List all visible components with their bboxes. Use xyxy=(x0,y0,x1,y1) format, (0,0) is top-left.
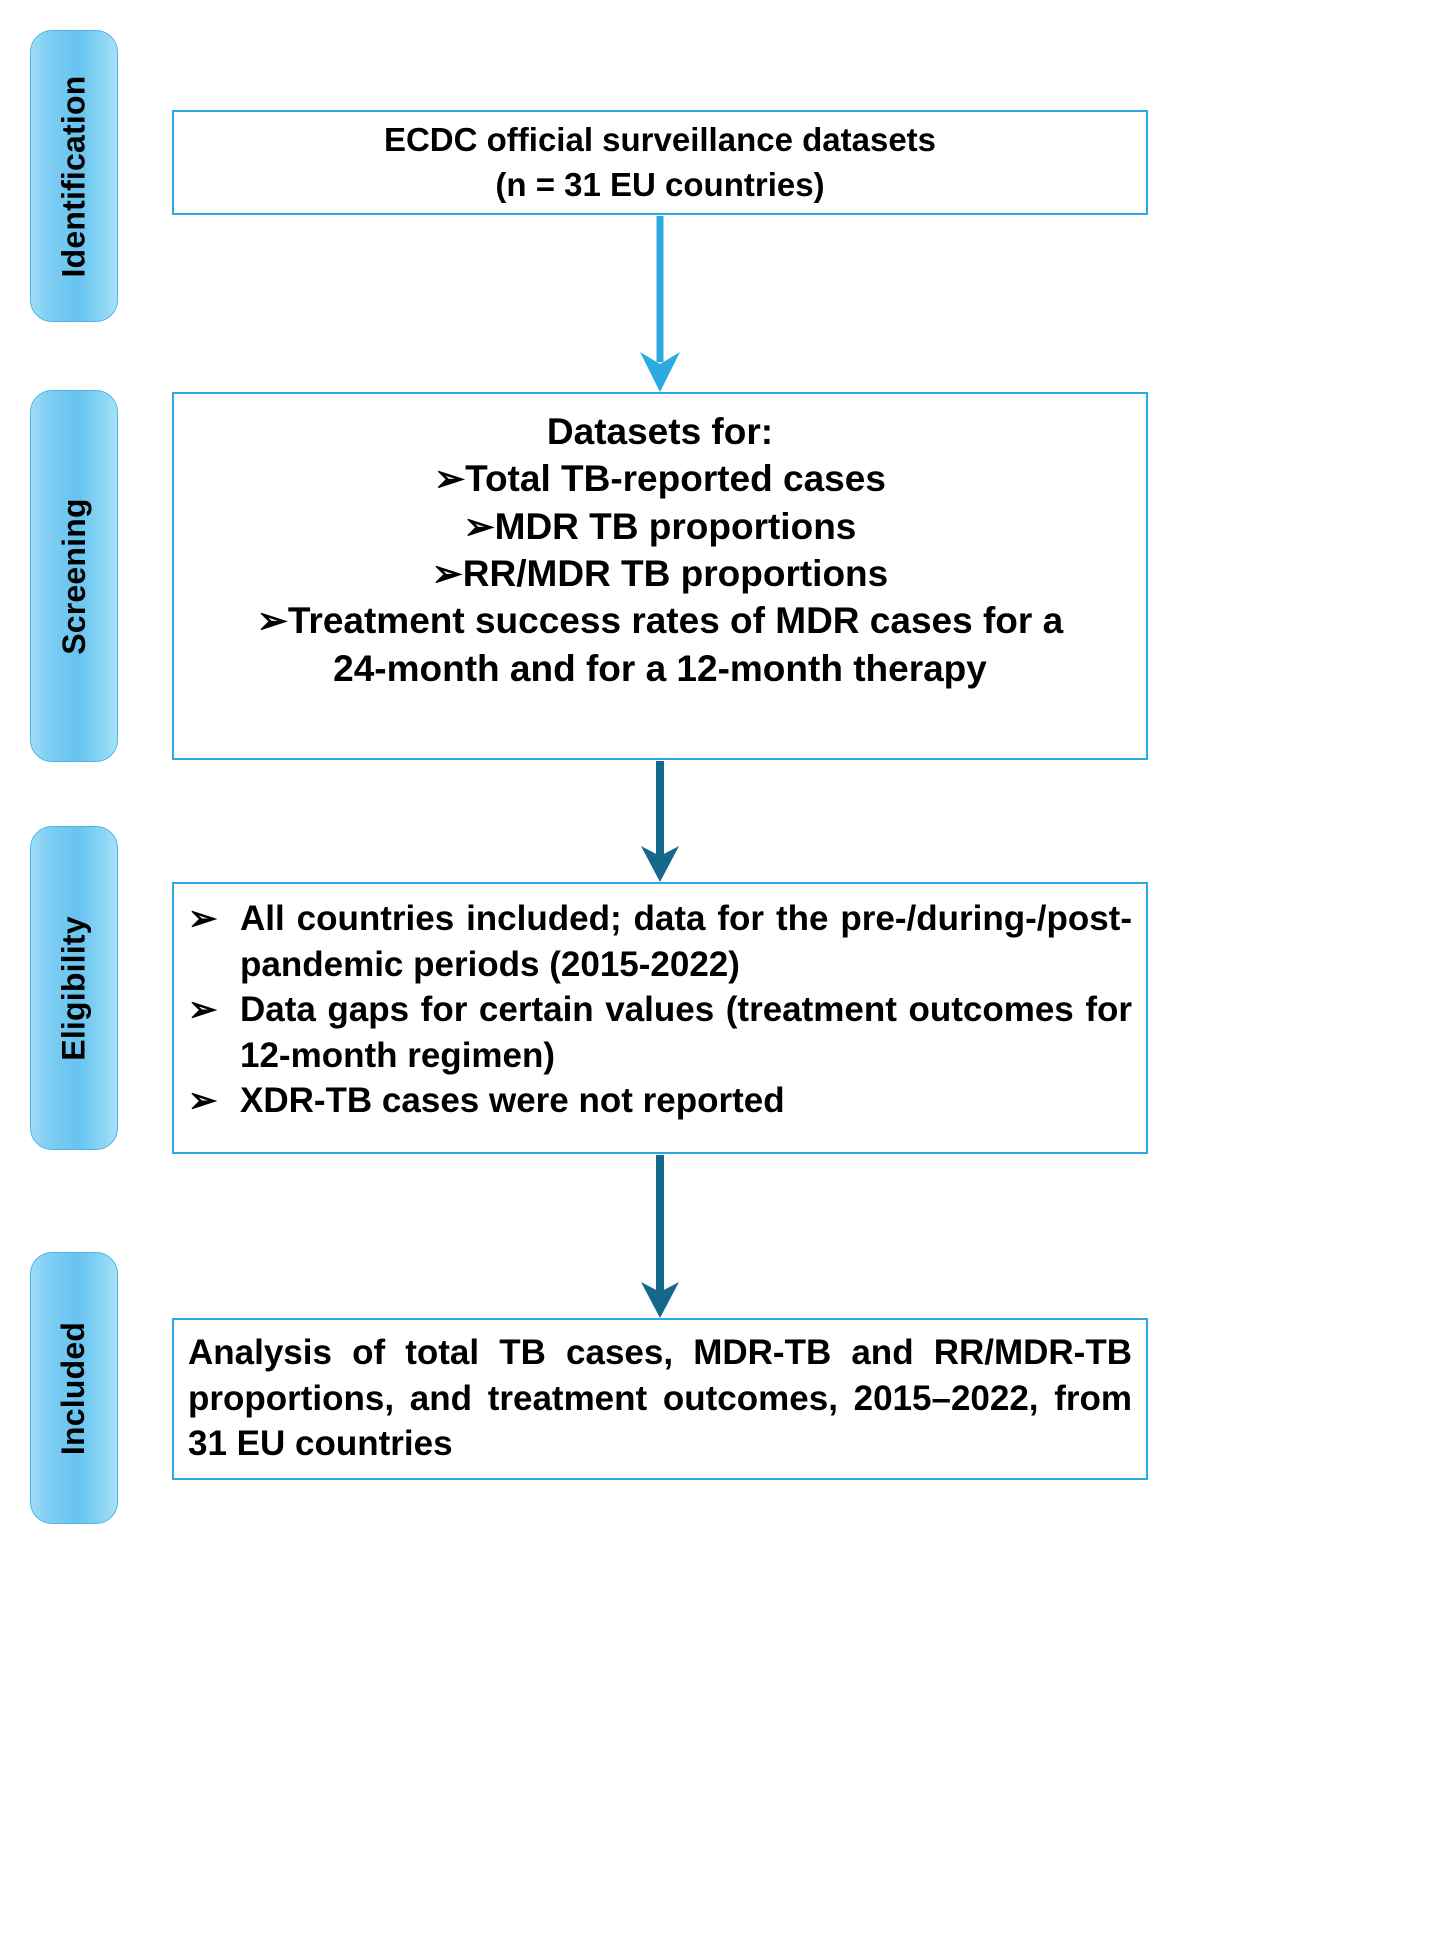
screening-bullet-2: ➢MDR TB proportions xyxy=(200,503,1120,550)
stage-label-identification: Identification xyxy=(30,30,118,322)
bullet-arrow-icon: ➢ xyxy=(256,600,288,642)
eligibility-bullet-3: ➢ XDR-TB cases were not reported xyxy=(188,1078,1132,1124)
screening-bullet-1: ➢Total TB-reported cases xyxy=(200,455,1120,502)
bullet-arrow-icon: ➢ xyxy=(188,899,218,938)
screening-box: Datasets for: ➢Total TB-reported cases ➢… xyxy=(172,392,1148,760)
screening-heading: Datasets for: xyxy=(546,411,774,452)
included-text: Analysis of total TB cases, MDR-TB and R… xyxy=(188,1333,1132,1463)
included-box: Analysis of total TB cases, MDR-TB and R… xyxy=(172,1318,1148,1480)
stage-label-included: Included xyxy=(30,1252,118,1524)
identification-box: ECDC official surveillance datasets (n =… xyxy=(172,110,1148,215)
eligibility-bullet-2-text: Data gaps for certain values (treatment … xyxy=(240,990,1132,1075)
eligibility-bullet-2: ➢ Data gaps for certain values (treatment… xyxy=(188,987,1132,1078)
eligibility-bullet-1: ➢ All countries included; data for the pr… xyxy=(188,896,1132,987)
bullet-arrow-icon: ➢ xyxy=(188,990,218,1029)
eligibility-bullet-3-text: XDR-TB cases were not reported xyxy=(240,1081,785,1120)
eligibility-box: ➢ All countries included; data for the pr… xyxy=(172,882,1148,1154)
screening-bullet-4: ➢Treatment success rates of MDR cases fo… xyxy=(200,597,1120,644)
identification-line-2: (n = 31 EU countries) xyxy=(495,165,825,203)
screening-bullet-4-continuation: 24-month and for a 12-month therapy xyxy=(333,647,987,689)
screening-bullet-3-text: RR/MDR TB proportions xyxy=(462,553,889,595)
screening-bullet-4-text: Treatment success rates of MDR cases for… xyxy=(287,600,1064,642)
bullet-arrow-icon: ➢ xyxy=(188,1081,218,1120)
eligibility-bullet-1-text: All countries included; data for the pre… xyxy=(240,899,1132,984)
arrow-eligibility-to-included xyxy=(641,1155,679,1318)
bullet-arrow-icon: ➢ xyxy=(431,553,463,595)
stage-label-screening: Screening xyxy=(30,390,118,762)
bullet-arrow-icon: ➢ xyxy=(463,505,495,547)
identification-line-1: ECDC official surveillance datasets xyxy=(383,121,937,159)
stage-label-eligibility: Eligibility xyxy=(30,826,118,1150)
screening-bullet-1-text: Total TB-reported cases xyxy=(465,458,886,500)
arrow-identification-to-screening xyxy=(640,216,680,392)
screening-bullet-2-text: MDR TB proportions xyxy=(494,505,857,547)
screening-bullet-3: ➢RR/MDR TB proportions xyxy=(200,550,1120,597)
arrow-screening-to-eligibility xyxy=(641,761,679,882)
bullet-arrow-icon: ➢ xyxy=(434,458,466,500)
